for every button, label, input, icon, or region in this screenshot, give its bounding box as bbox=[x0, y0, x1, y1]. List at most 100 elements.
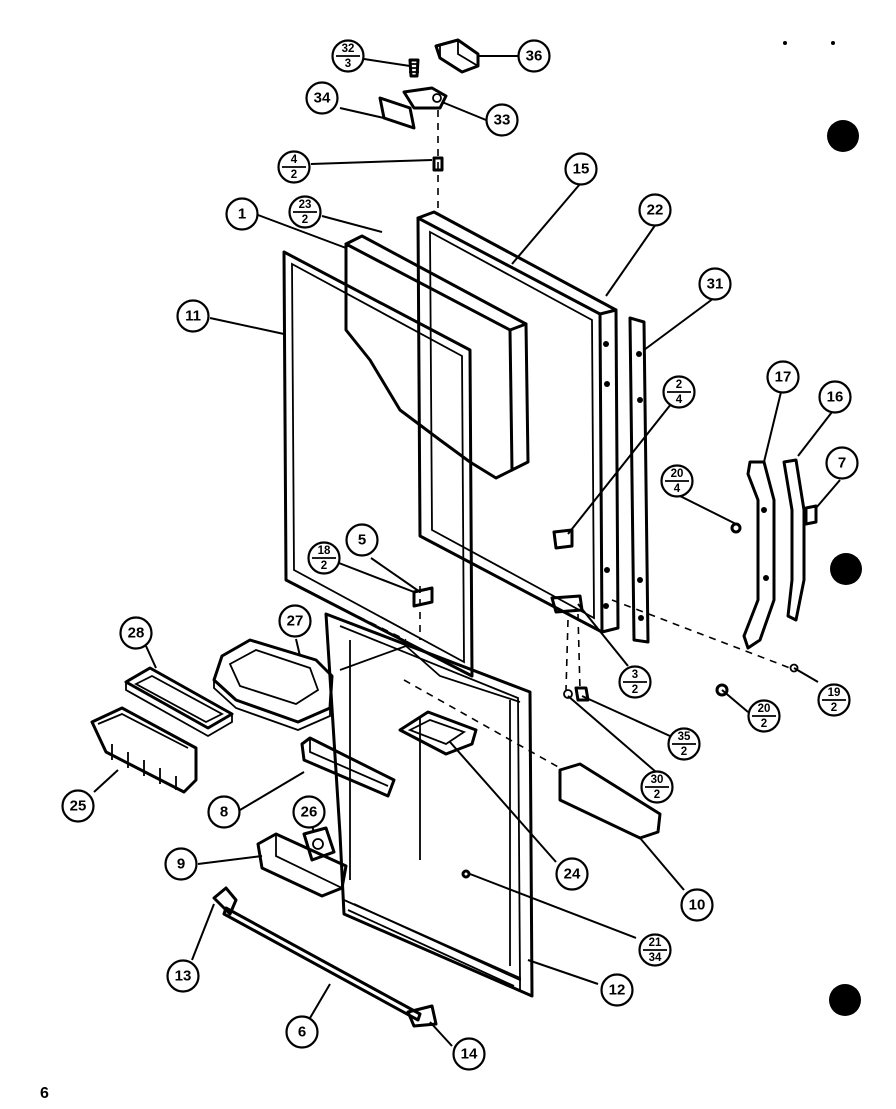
door-spacer bbox=[412, 586, 434, 608]
svg-text:8: 8 bbox=[220, 804, 228, 821]
svg-text:2: 2 bbox=[302, 214, 308, 226]
svg-text:4: 4 bbox=[676, 394, 683, 406]
svg-text:25: 25 bbox=[70, 798, 87, 815]
callout-25: 25 bbox=[61, 789, 95, 823]
speck-1 bbox=[783, 41, 787, 45]
svg-text:7: 7 bbox=[838, 455, 846, 472]
handle-insert bbox=[804, 504, 818, 526]
callout-20-2: 202 bbox=[747, 699, 781, 733]
svg-text:18: 18 bbox=[318, 545, 331, 557]
callout-20-4: 204 bbox=[660, 464, 694, 498]
svg-text:27: 27 bbox=[287, 613, 304, 630]
svg-text:34: 34 bbox=[649, 952, 662, 964]
punch-hole-top bbox=[827, 120, 859, 152]
svg-text:16: 16 bbox=[827, 389, 844, 406]
assembly-line-1 bbox=[565, 619, 569, 691]
callout-30-2: 302 bbox=[640, 770, 674, 804]
svg-text:19: 19 bbox=[828, 687, 841, 699]
svg-text:15: 15 bbox=[573, 161, 590, 178]
callout-27: 27 bbox=[278, 604, 312, 638]
svg-text:6: 6 bbox=[298, 1024, 306, 1041]
callout-28: 28 bbox=[119, 616, 153, 650]
svg-text:33: 33 bbox=[494, 112, 511, 129]
door-shelf-center bbox=[398, 710, 478, 756]
callout-34: 34 bbox=[305, 81, 339, 115]
svg-text:2: 2 bbox=[321, 560, 327, 572]
svg-text:20: 20 bbox=[671, 468, 684, 480]
svg-text:12: 12 bbox=[609, 982, 626, 999]
handle-axis-line bbox=[611, 599, 791, 669]
svg-text:13: 13 bbox=[175, 968, 192, 985]
handle-plug bbox=[789, 663, 799, 673]
handle-trim bbox=[782, 458, 806, 622]
hinge-pin bbox=[563, 689, 573, 699]
svg-text:30: 30 bbox=[651, 774, 664, 786]
svg-text:3: 3 bbox=[345, 58, 351, 70]
top-hinge bbox=[378, 86, 448, 130]
callout-11: 11 bbox=[176, 299, 210, 333]
svg-text:2: 2 bbox=[831, 702, 837, 714]
svg-text:2: 2 bbox=[654, 789, 660, 801]
svg-text:31: 31 bbox=[707, 276, 724, 293]
svg-text:14: 14 bbox=[461, 1046, 478, 1063]
callout-35-2: 352 bbox=[667, 727, 701, 761]
svg-text:26: 26 bbox=[301, 804, 318, 821]
ice-cube-tray bbox=[90, 706, 198, 794]
svg-text:10: 10 bbox=[689, 897, 706, 914]
svg-text:2: 2 bbox=[676, 379, 682, 391]
svg-text:2: 2 bbox=[632, 684, 638, 696]
callout-17: 17 bbox=[766, 360, 800, 394]
assembly-line-2 bbox=[577, 613, 581, 691]
callout-16: 16 bbox=[818, 380, 852, 414]
svg-text:24: 24 bbox=[564, 866, 581, 883]
callout-22: 22 bbox=[638, 193, 672, 227]
door-shelf-side bbox=[558, 762, 662, 840]
assembly-line-5 bbox=[403, 679, 561, 769]
door-side-trim bbox=[628, 316, 650, 644]
svg-text:1: 1 bbox=[238, 206, 246, 223]
callout-32-3: 323 bbox=[331, 39, 365, 73]
leader-lines bbox=[93, 55, 841, 1047]
callout-2-4: 24 bbox=[662, 375, 696, 409]
callout-8: 8 bbox=[207, 795, 241, 829]
callout-23-2: 232 bbox=[288, 195, 322, 229]
callout-18-2: 182 bbox=[307, 541, 341, 575]
ice-tray bbox=[124, 666, 234, 738]
svg-text:11: 11 bbox=[185, 308, 201, 325]
shelf-retainer bbox=[302, 826, 336, 862]
svg-text:9: 9 bbox=[177, 856, 185, 873]
svg-text:3: 3 bbox=[632, 669, 638, 681]
hinge-pin-cap bbox=[574, 686, 590, 702]
callout-4-2: 42 bbox=[277, 150, 311, 184]
page-number: 6 bbox=[40, 1085, 49, 1102]
door-outer-panel bbox=[416, 210, 620, 634]
callout-10: 10 bbox=[680, 888, 714, 922]
ice-bin bbox=[212, 638, 334, 731]
callout-31: 31 bbox=[698, 267, 732, 301]
hinge-bushing bbox=[432, 156, 444, 172]
svg-text:4: 4 bbox=[291, 154, 298, 166]
hinge-screw bbox=[408, 58, 420, 78]
svg-text:2: 2 bbox=[761, 718, 767, 730]
svg-text:20: 20 bbox=[758, 703, 771, 715]
callout-14: 14 bbox=[452, 1037, 486, 1071]
assembly-line-4 bbox=[299, 587, 407, 641]
handle-screw-lower bbox=[715, 683, 729, 697]
svg-text:34: 34 bbox=[314, 90, 331, 107]
svg-text:32: 32 bbox=[342, 43, 355, 55]
door-handle bbox=[742, 460, 776, 650]
callout-12: 12 bbox=[600, 973, 634, 1007]
svg-text:2: 2 bbox=[681, 746, 687, 758]
svg-text:17: 17 bbox=[775, 369, 792, 386]
callout-9: 9 bbox=[164, 847, 198, 881]
callout-15: 15 bbox=[564, 152, 598, 186]
door-inner-liner bbox=[324, 612, 534, 998]
svg-text:23: 23 bbox=[299, 199, 312, 211]
callout-33: 33 bbox=[485, 103, 519, 137]
top-hinge-cover bbox=[434, 38, 480, 74]
callout-3-2: 32 bbox=[618, 665, 652, 699]
door-gasket bbox=[282, 250, 474, 678]
svg-text:22: 22 bbox=[647, 202, 664, 219]
door-insulation bbox=[344, 234, 530, 480]
callout-26: 26 bbox=[292, 795, 326, 829]
